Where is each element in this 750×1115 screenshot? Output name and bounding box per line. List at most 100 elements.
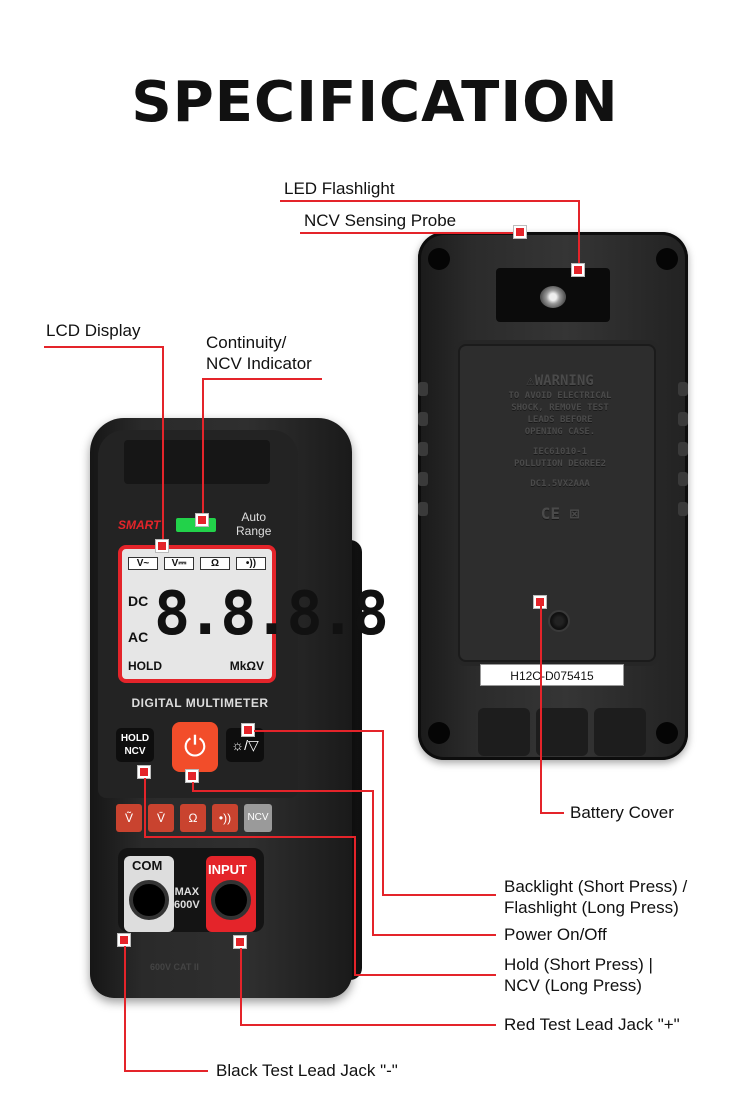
warning-title: ⚠WARNING [526,373,594,389]
label-line: Hold (Short Press) | [504,955,653,974]
callout-line [382,730,384,894]
brand-label: SMART [118,518,161,532]
black-jack-socket[interactable] [129,880,169,920]
continuity-indicator: •)) [212,804,238,832]
max-voltage-label: MAX 600V [174,886,200,912]
label-ncv-probe: NCV Sensing Probe [304,211,457,230]
label-lcd-display: LCD Display [46,321,141,340]
com-label: COM [132,858,163,873]
front-top-recess [124,440,270,484]
label-battery-cover: Battery Cover [570,803,674,822]
callout-marker [156,540,168,552]
callout-line [44,346,162,348]
callout-marker [572,264,584,276]
callout-line [354,836,356,974]
ohm-indicator: Ω [180,804,206,832]
input-label: INPUT [208,862,247,877]
callout-marker [186,770,198,782]
label-line: Backlight (Short Press) / [504,877,688,896]
side-grip [418,472,428,486]
side-grip [418,502,428,516]
label-black-jack: Black Test Lead Jack "-" [216,1061,398,1080]
corner-screw [428,248,450,270]
label-backlight: Backlight (Short Press) / Flashlight (Lo… [504,876,687,918]
ncv-button-label: NCV [124,746,146,757]
side-grip [678,382,688,396]
max-label: MAX [174,886,200,898]
multimeter-back-view: ⚠WARNING TO AVOID ELECTRICAL SHOCK, REMO… [418,232,688,760]
battery-spec-text: DC1.5VX2AAA [530,479,590,489]
red-jack-socket[interactable] [211,880,251,920]
lcd-dc-indicator: DC [128,593,149,609]
callout-line [162,346,164,546]
warning-line: TO AVOID ELECTRICAL [508,391,612,401]
certification-marks: CE ⊠ [540,504,580,523]
corner-screw [656,248,678,270]
label-power: Power On/Off [504,925,607,944]
callout-line [382,894,496,896]
side-grip [678,502,688,516]
label-line: Flashlight (Long Press) [504,898,679,917]
lcd-mode-ac-volt: V~ [128,557,158,570]
warning-line: SHOCK, REMOVE TEST [511,403,609,413]
label-line: NCV (Long Press) [504,976,642,995]
side-grip [678,412,688,426]
callout-line [280,200,578,202]
label-continuity-indicator: Continuity/ NCV Indicator [206,332,312,374]
callout-line [144,778,146,836]
light-icon: ☼/▽ [231,737,259,753]
dc-volt-indicator: V̄ [148,804,174,832]
back-foot [478,708,530,756]
category-rating-label: 600V CAT II [150,962,199,972]
warning-line: LEADS BEFORE [527,415,593,425]
callout-marker [196,514,208,526]
callout-line [578,200,580,270]
callout-line [354,974,496,976]
ac-volt-indicator: Ṽ [116,804,142,832]
callout-line [192,782,194,790]
page-title: SPECIFICATION [131,70,619,135]
power-button[interactable]: ⏻ [172,722,218,772]
callout-line [372,934,496,936]
callout-line [240,1024,496,1026]
callout-marker [118,934,130,946]
lcd-hold-indicator: HOLD [128,659,162,673]
auto-range-line: Auto [241,510,267,524]
callout-line [540,606,542,812]
hold-ncv-button[interactable]: HOLD NCV [116,728,154,762]
lcd-unit-indicator: MkΩV [229,659,264,673]
callout-line [540,812,564,814]
corner-screw [656,722,678,744]
side-grip [418,382,428,396]
lcd-display: V~ V⎓ Ω •)) DC AC 8.8.8.8 HOLD MkΩV [118,545,389,683]
pollution-text: POLLUTION DEGREE2 [513,459,607,469]
lcd-mode-continuity: •)) [236,557,266,570]
callout-marker [514,226,526,238]
cover-screw [548,610,570,632]
corner-screw [428,722,450,744]
label-red-jack: Red Test Lead Jack "+" [504,1015,680,1034]
callout-line [192,790,372,792]
callout-line [372,790,374,934]
side-grip [678,442,688,456]
side-grip [418,442,428,456]
callout-line [144,836,354,838]
callout-line [124,1070,208,1072]
side-grip [418,412,428,426]
label-hold-ncv: Hold (Short Press) | NCV (Long Press) [504,954,653,996]
callout-marker [234,936,246,948]
callout-line [202,378,322,380]
label-led-flashlight: LED Flashlight [284,179,395,198]
back-foot [594,708,646,756]
model-label: DIGITAL MULTIMETER [131,696,269,710]
warning-text-block: ⚠WARNING TO AVOID ELECTRICAL SHOCK, REMO… [490,372,630,523]
lcd-ac-indicator: AC [128,629,149,645]
serial-number-label: H12C-D075415 [480,664,624,686]
callout-line [202,378,204,518]
max-voltage-value: 600V [174,899,200,911]
flashlight-led [540,286,566,308]
label-line: Continuity/ [206,333,287,352]
ncv-indicator: NCV [244,804,272,832]
auto-range-label: Auto Range [236,510,271,538]
back-foot [536,708,588,756]
